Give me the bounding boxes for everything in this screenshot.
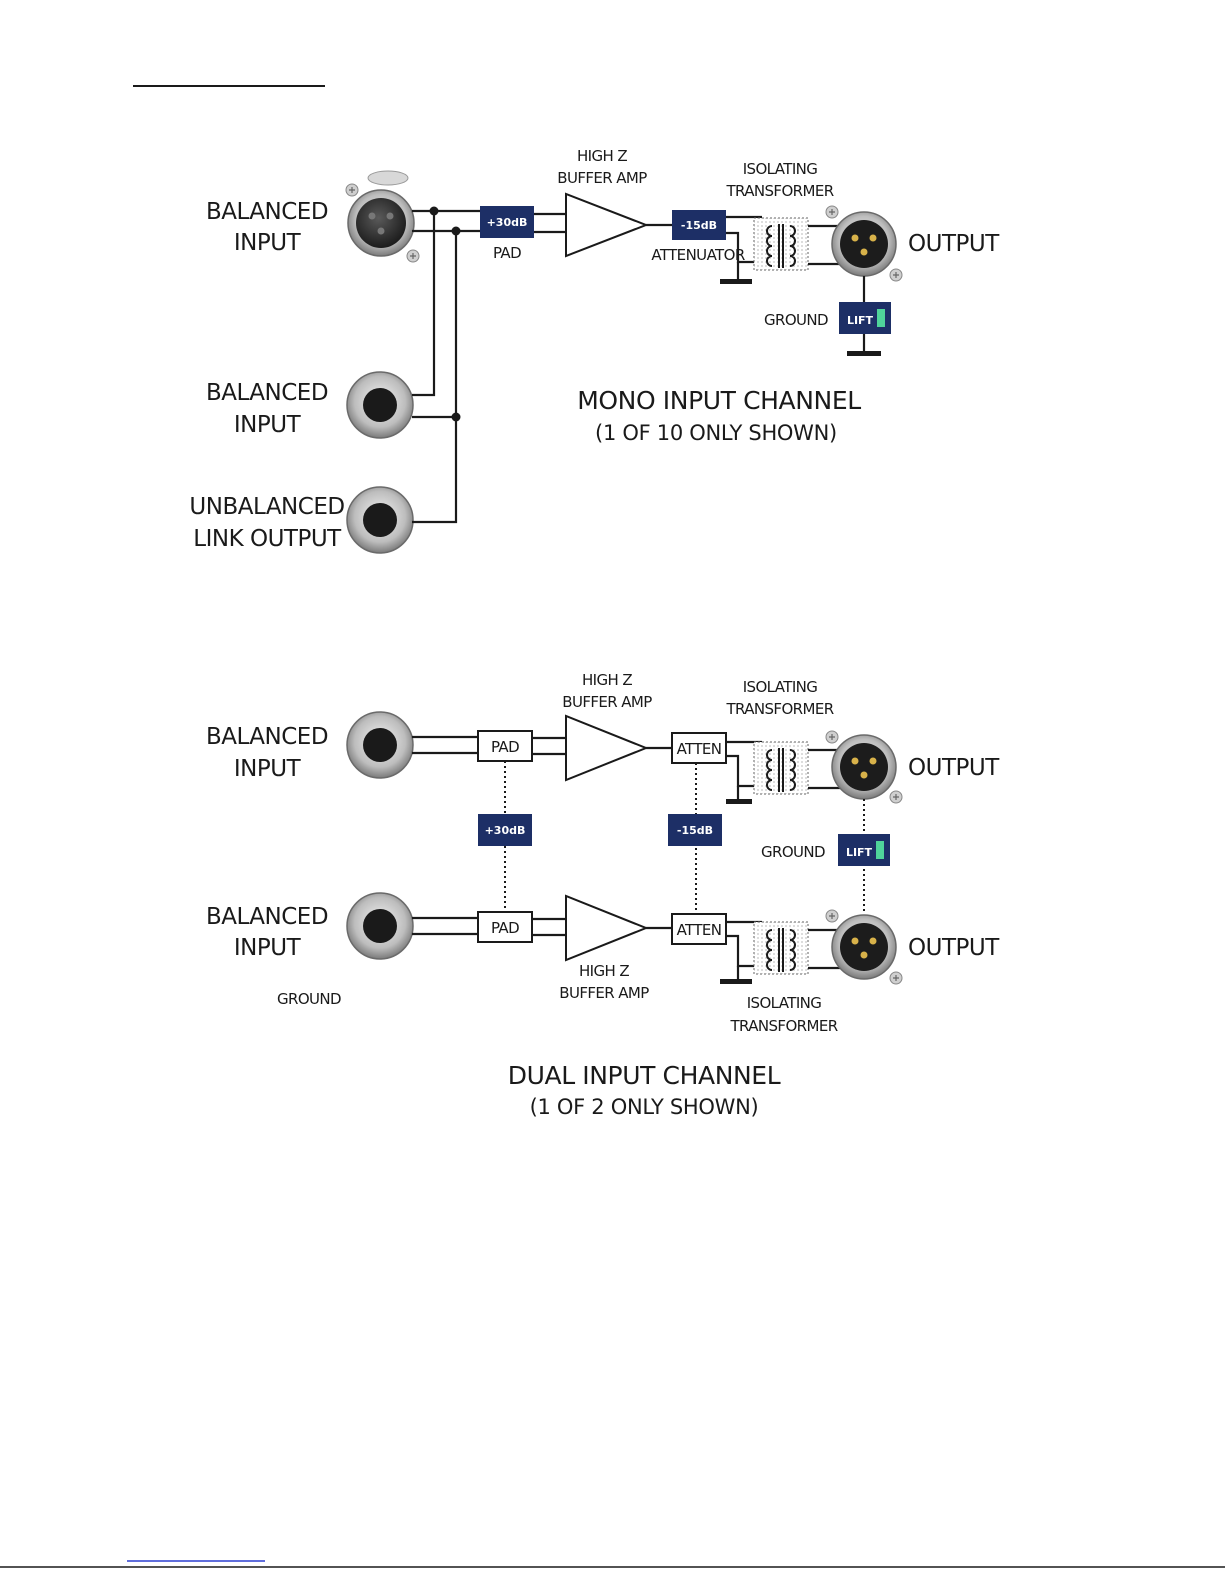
mono-wire-link xyxy=(412,417,458,524)
mono-atten-label: ATTENUATOR xyxy=(651,246,745,264)
dual-top-pad-text: PAD xyxy=(491,738,519,756)
mono-lift-ground-symbol xyxy=(847,351,881,356)
dual-ground-left-label: GROUND xyxy=(277,990,341,1008)
dual-top-xlr-output xyxy=(825,730,903,804)
mono-transformer-housing xyxy=(753,217,809,271)
mono-lift-led xyxy=(877,309,885,327)
dual-top-wire-atten-xfmr-2 xyxy=(726,754,760,788)
dual-bot-xfmr-line1: ISOLATING xyxy=(747,994,822,1012)
dual-top-output-label: OUTPUT xyxy=(908,755,1000,781)
mono-xlr-output-connector xyxy=(825,205,903,282)
dual-top-transformer-coils xyxy=(766,748,796,792)
mono-buffer-amp-triangle xyxy=(565,192,649,258)
dual-top-buffer-amp xyxy=(565,714,649,782)
dual-balanced-input-2-line1: BALANCED xyxy=(206,904,328,930)
mono-transformer-line2: TRANSFORMER xyxy=(725,182,833,200)
mono-wire-jack-hot xyxy=(412,211,436,397)
mono-buffer-amp-line1: HIGH Z xyxy=(577,147,627,165)
mono-xlr-input-connector xyxy=(345,170,420,263)
dual-bot-output-label: OUTPUT xyxy=(908,935,1000,961)
dual-bot-amp-line1: HIGH Z xyxy=(579,962,629,980)
mono-jack-link-connector xyxy=(346,486,414,554)
mono-ground-symbol xyxy=(720,279,752,284)
dual-channel: BALANCED INPUT BALANCED INPUT GROUND PAD… xyxy=(206,671,1001,1119)
mono-transformer-coils xyxy=(766,224,796,268)
mono-jack-balanced-connector xyxy=(346,371,414,439)
mono-balanced-input-1-line2: INPUT xyxy=(234,230,302,256)
mono-junction-2 xyxy=(451,226,461,236)
dual-balanced-input-2-line2: INPUT xyxy=(234,935,302,961)
dual-bot-transformer-coils xyxy=(766,928,796,972)
dual-atten-badge xyxy=(668,814,722,846)
mono-balanced-input-1-line1: BALANCED xyxy=(206,199,328,225)
dual-balanced-input-1-line2: INPUT xyxy=(234,756,302,782)
mono-ground-label: GROUND xyxy=(764,311,828,329)
dual-bot-atten-text: ATTEN xyxy=(677,921,722,939)
mono-junction-3 xyxy=(451,412,461,422)
dual-bot-transformer-housing xyxy=(753,921,809,975)
mono-title: MONO INPUT CHANNEL xyxy=(577,386,861,415)
dual-lift-led xyxy=(876,841,884,859)
mono-atten-badge-text: -15dB xyxy=(681,219,717,232)
mono-transformer-line1: ISOLATING xyxy=(743,160,818,178)
dual-top-atten-box xyxy=(671,732,727,764)
mono-unbalanced-link-line1: UNBALANCED xyxy=(189,494,344,520)
dual-top-xfmr-line1: ISOLATING xyxy=(743,678,818,696)
mono-pad-badge-text: +30dB xyxy=(487,216,528,229)
mono-atten-badge xyxy=(672,210,726,240)
dual-title: DUAL INPUT CHANNEL xyxy=(508,1061,781,1090)
dual-top-ground-symbol xyxy=(726,799,752,804)
mono-unbalanced-link-line2: LINK OUTPUT xyxy=(193,526,342,552)
mono-balanced-input-2-line1: BALANCED xyxy=(206,380,328,406)
mono-pad-badge xyxy=(480,206,534,238)
mono-buffer-amp-line2: BUFFER AMP xyxy=(557,169,647,187)
dual-bot-pad-box xyxy=(477,911,533,943)
dual-bot-wire-atten-xfmr-2 xyxy=(726,934,760,968)
dual-balanced-input-1-line1: BALANCED xyxy=(206,724,328,750)
dual-bot-atten-box xyxy=(671,913,727,945)
dual-pad-badge xyxy=(478,814,532,846)
mono-lift-text: LIFT xyxy=(847,314,874,327)
dual-subtitle: (1 OF 2 ONLY SHOWN) xyxy=(530,1095,759,1119)
dual-top-pad-box xyxy=(477,730,533,762)
dual-jack-input-1 xyxy=(346,711,414,779)
dual-bot-ground-symbol xyxy=(720,979,752,984)
dual-bot-amp-line2: BUFFER AMP xyxy=(559,984,649,1002)
dual-atten-badge-text: -15dB xyxy=(677,824,713,837)
mono-output-label: OUTPUT xyxy=(908,231,1000,257)
dual-ground-label: GROUND xyxy=(761,843,825,861)
dual-top-xfmr-line2: TRANSFORMER xyxy=(725,700,833,718)
dual-bot-pad-text: PAD xyxy=(491,919,519,937)
dual-bot-xfmr-line2: TRANSFORMER xyxy=(729,1017,837,1035)
mono-pad-label: PAD xyxy=(493,244,521,262)
dual-jack-input-2 xyxy=(346,892,414,960)
dual-bot-xlr-output xyxy=(825,909,903,985)
mono-balanced-input-2-line2: INPUT xyxy=(234,412,302,438)
dual-top-transformer-housing xyxy=(753,741,809,795)
mono-wire-atten-xfmr-2 xyxy=(726,231,760,264)
dual-lift-text: LIFT xyxy=(846,846,873,859)
mono-channel: BALANCED INPUT BALANCED INPUT UNBALANCED… xyxy=(189,147,1001,554)
dual-top-atten-text: ATTEN xyxy=(677,740,722,758)
mono-junction-1 xyxy=(429,206,439,216)
dual-pad-badge-text: +30dB xyxy=(485,824,526,837)
dual-top-amp-line1: HIGH Z xyxy=(582,671,632,689)
dual-top-amp-line2: BUFFER AMP xyxy=(562,693,652,711)
dual-bot-buffer-amp xyxy=(565,894,649,962)
mono-subtitle: (1 OF 10 ONLY SHOWN) xyxy=(595,421,837,445)
